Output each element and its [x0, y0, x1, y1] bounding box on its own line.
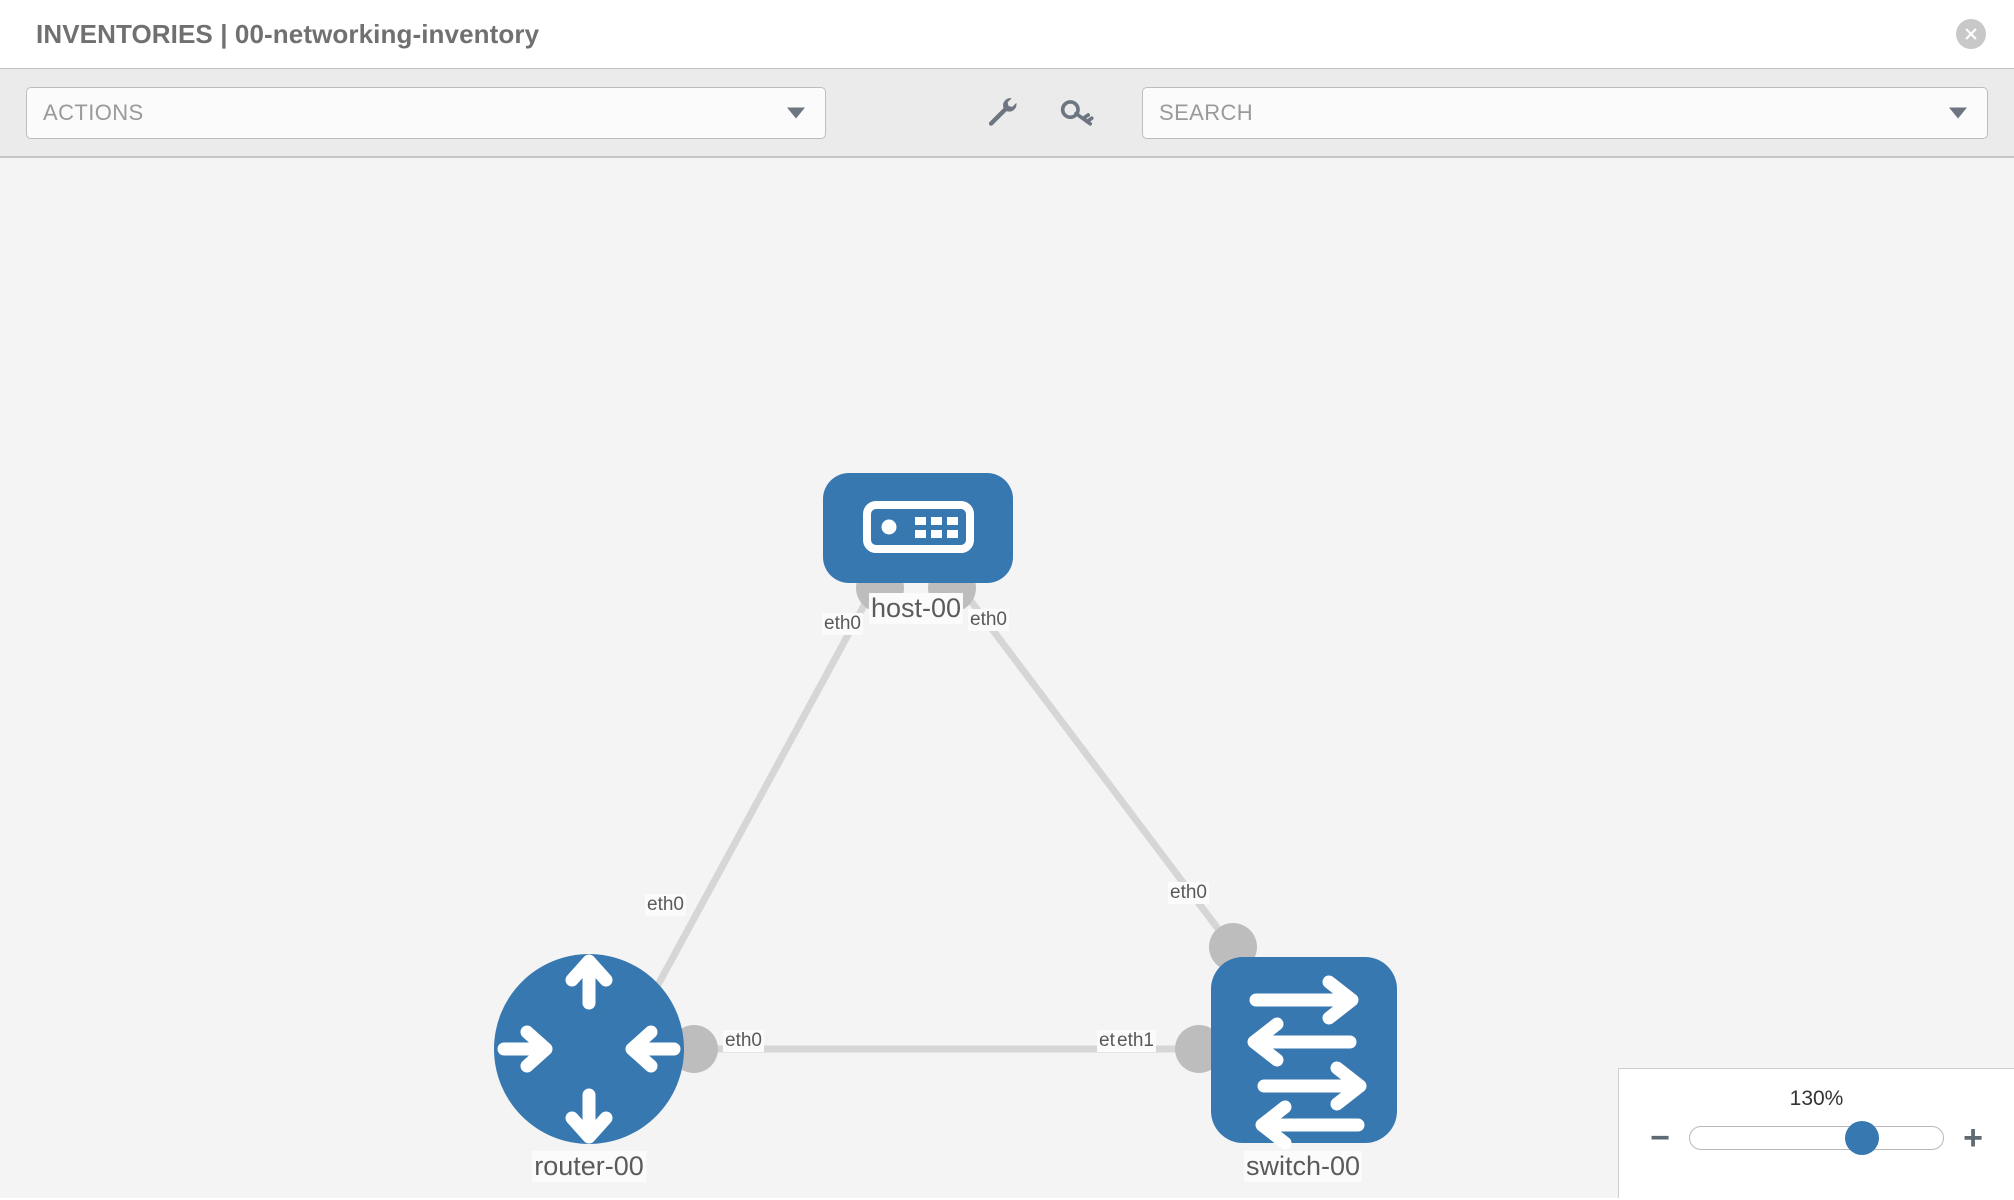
page-title: INVENTORIES | 00-networking-inventory — [36, 18, 540, 49]
iface-label-switch00-router00: eth1 — [1115, 1030, 1156, 1052]
node-switch-00[interactable] — [1211, 957, 1397, 1150]
topology-canvas[interactable]: host-00 router-00 switch-00 eth0 eth0 et… — [0, 158, 2014, 1198]
zoom-slider-thumb[interactable] — [1845, 1121, 1880, 1155]
router-arrows-icon — [497, 954, 681, 1144]
node-router-00[interactable] — [494, 954, 684, 1144]
search-field[interactable]: SEARCH — [1142, 86, 1988, 139]
iface-label-router00-switch00: eth0 — [723, 1030, 764, 1052]
node-host-00[interactable] — [823, 473, 1013, 583]
key-icon[interactable] — [1060, 96, 1094, 130]
actions-dropdown-label: ACTIONS — [43, 99, 144, 125]
chevron-down-icon[interactable] — [1949, 107, 1967, 118]
server-icon — [863, 501, 974, 553]
topology-graph — [494, 473, 1397, 1150]
search-placeholder: SEARCH — [1159, 99, 1254, 125]
iface-label-switch00-host00: eth0 — [1168, 882, 1209, 904]
zoom-level-value: 130% — [1789, 1087, 1844, 1110]
chevron-down-icon — [787, 107, 805, 118]
node-label-host-00: host-00 — [868, 593, 964, 624]
iface-label-router00-host00: eth0 — [645, 894, 686, 916]
zoom-slider-row: − + — [1619, 1121, 2014, 1155]
zoom-in-button[interactable]: + — [1963, 1119, 1983, 1157]
node-label-router-00: router-00 — [532, 1151, 646, 1182]
close-icon — [1965, 28, 1977, 40]
topology-edges — [636, 573, 1243, 1053]
wrench-icon[interactable] — [986, 96, 1020, 130]
edge-host00-router00[interactable] — [636, 574, 884, 1020]
toolbar: ACTIONS SEARCH — [0, 68, 2014, 158]
app-header: INVENTORIES | 00-networking-inventory — [0, 0, 2014, 68]
node-label-switch-00: switch-00 — [1243, 1151, 1363, 1182]
switch-arrows-icon — [1247, 975, 1367, 1150]
toolbar-icon-group — [986, 96, 1094, 130]
close-button[interactable] — [1956, 19, 1986, 49]
zoom-slider[interactable] — [1689, 1121, 1944, 1155]
iface-label-host00-router00: eth0 — [822, 613, 863, 635]
zoom-out-button[interactable]: − — [1650, 1119, 1670, 1157]
topology-interface-nubs — [670, 564, 1257, 1073]
actions-dropdown[interactable]: ACTIONS — [26, 86, 826, 139]
iface-label-host00-switch00: eth0 — [968, 609, 1009, 631]
zoom-control-panel: 130% − + — [1618, 1068, 2014, 1198]
